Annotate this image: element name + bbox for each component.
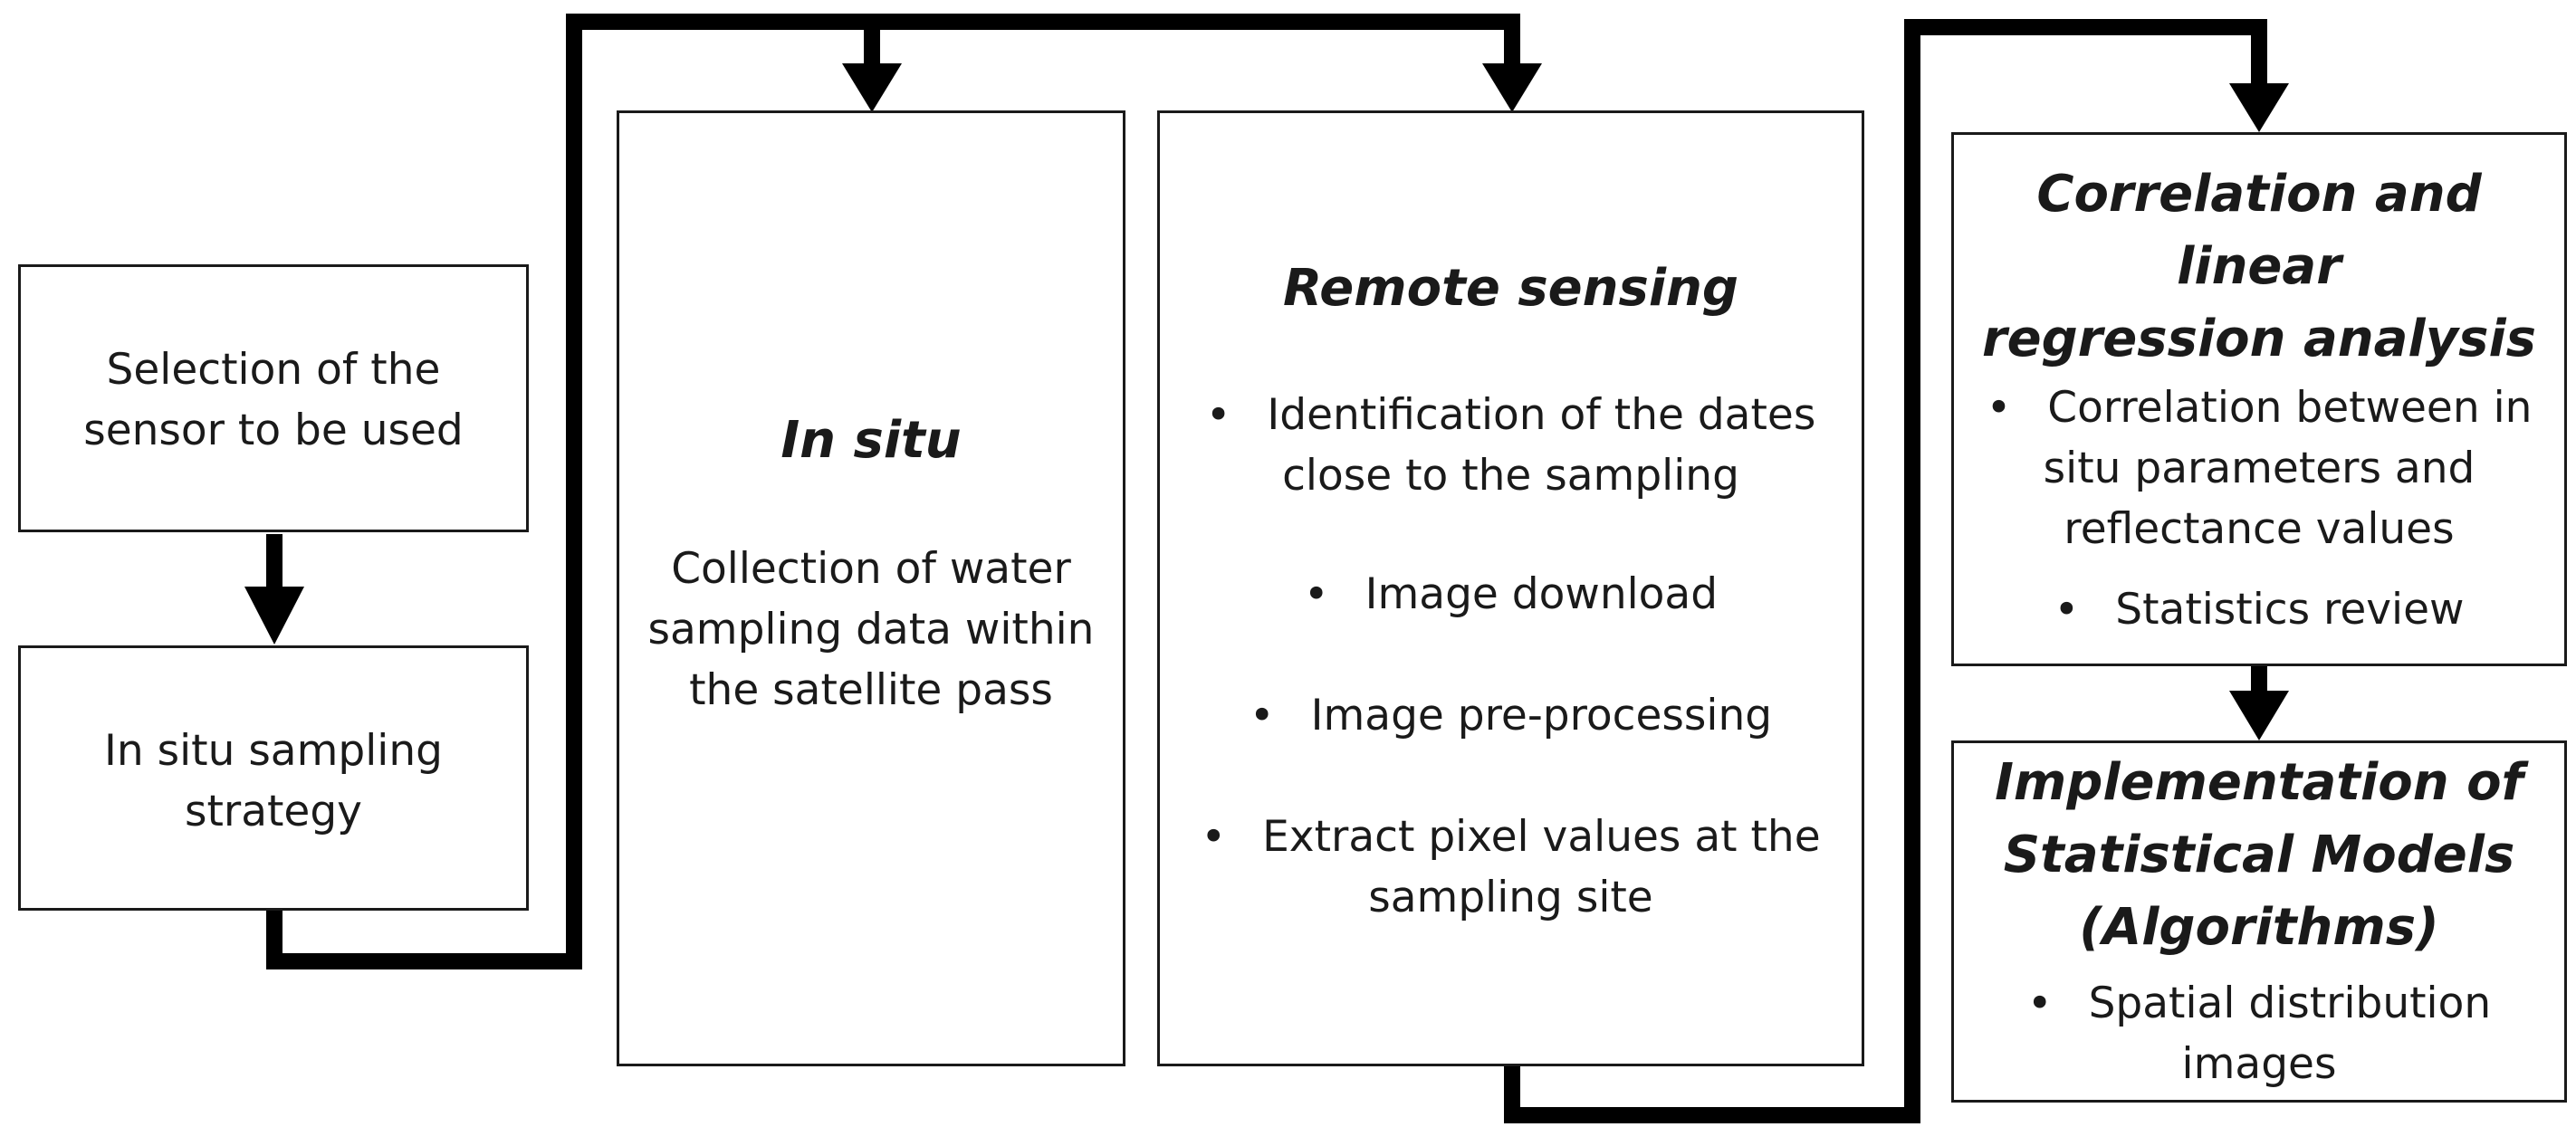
models-bullet-1-line-1: Spatial distribution: [2088, 979, 2492, 1028]
correlation-bullet-1-line-2: situ parameters and: [2043, 444, 2475, 493]
remote-title: Remote sensing: [1282, 259, 1739, 318]
correlation-bullet-1-line-3: reflectance values: [2064, 504, 2455, 554]
sensor-text-line-1: Selection of the: [106, 345, 441, 395]
bullet-icon: •: [1249, 691, 1275, 740]
models-bullet-1-line-2: images: [2181, 1039, 2337, 1089]
arrowhead-to-strategy: [244, 587, 304, 645]
box-correlation-analysis: Correlation and linear regression analys…: [1951, 132, 2567, 666]
remote-bullet-4: • Extract pixel values at the sampling si…: [1160, 807, 1862, 928]
strategy-text-line-2: strategy: [184, 787, 363, 836]
strategy-text-line-1: In situ sampling: [104, 726, 443, 776]
box-remote-sensing: Remote sensing • Identification of the da…: [1157, 110, 1864, 1066]
arrowhead-to-models: [2229, 691, 2289, 740]
remote-bullet-3: • Image pre-processing: [1160, 685, 1862, 746]
correlation-title-line-1: Correlation and linear: [2036, 165, 2482, 296]
box-in-situ: In situ Collection of water sampling dat…: [617, 110, 1125, 1066]
correlation-bullet-2-line-1: Statistics review: [2115, 585, 2465, 635]
correlation-bullet-2: • Statistics review: [1954, 579, 2564, 640]
remote-bullet-1: • Identification of the dates close to th…: [1160, 385, 1862, 511]
remote-bullet-2-line-1: Image download: [1365, 569, 1719, 619]
models-title-line-3: (Algorithms): [2079, 898, 2439, 957]
insitu-title: In situ: [780, 411, 962, 470]
remote-bullet-4-line-2: sampling site: [1368, 873, 1653, 922]
bullet-icon: •: [1201, 812, 1227, 862]
remote-bullet-3-line-1: Image pre-processing: [1310, 691, 1773, 740]
bullet-icon: •: [2026, 979, 2053, 1028]
remote-bullet-1-line-1: Identification of the dates: [1267, 390, 1816, 440]
arrowhead-to-insitu: [842, 63, 902, 112]
insitu-text-line-3: the satellite pass: [689, 665, 1053, 715]
models-title-line-2: Statistical Models: [2003, 826, 2515, 884]
correlation-title-line-2: regression analysis: [1982, 310, 2536, 368]
correlation-bullet-list: • Correlation between in situ parameters …: [1954, 377, 2564, 640]
arrowhead-to-remote: [1482, 63, 1542, 112]
box-sampling-strategy: In situ sampling strategy: [18, 645, 529, 911]
bullet-icon: •: [2054, 585, 2080, 635]
sensor-text-line-2: sensor to be used: [83, 406, 464, 455]
insitu-text-line-1: Collection of water: [671, 544, 1071, 594]
connector-remote-to-correlation: [1504, 19, 2267, 1123]
bullet-icon: •: [1205, 390, 1231, 440]
models-bullet-1: • Spatial distribution images: [1954, 973, 2564, 1094]
models-title-line-1: Implementation of: [1995, 753, 2523, 812]
bullet-icon: •: [1303, 569, 1329, 619]
remote-bullet-2: • Image download: [1160, 564, 1862, 625]
remote-bullet-list: • Identification of the dates close to th…: [1160, 385, 1862, 928]
insitu-text-line-2: sampling data within: [647, 605, 1095, 654]
remote-bullet-1-line-2: close to the sampling: [1282, 451, 1739, 501]
connector-strategy-to-insitu-remote: [266, 14, 1520, 969]
correlation-bullet-1-line-1: Correlation between in: [2047, 383, 2533, 433]
models-bullet-list: • Spatial distribution images: [1954, 973, 2564, 1094]
arrowhead-to-correlation: [2229, 83, 2289, 132]
correlation-bullet-1: • Correlation between in situ parameters …: [1954, 377, 2564, 559]
box-sensor-selection: Selection of the sensor to be used: [18, 264, 529, 532]
bullet-icon: •: [1986, 383, 2012, 433]
remote-bullet-4-line-1: Extract pixel values at the: [1262, 812, 1821, 862]
box-statistical-models: Implementation of Statistical Models (Al…: [1951, 740, 2567, 1103]
